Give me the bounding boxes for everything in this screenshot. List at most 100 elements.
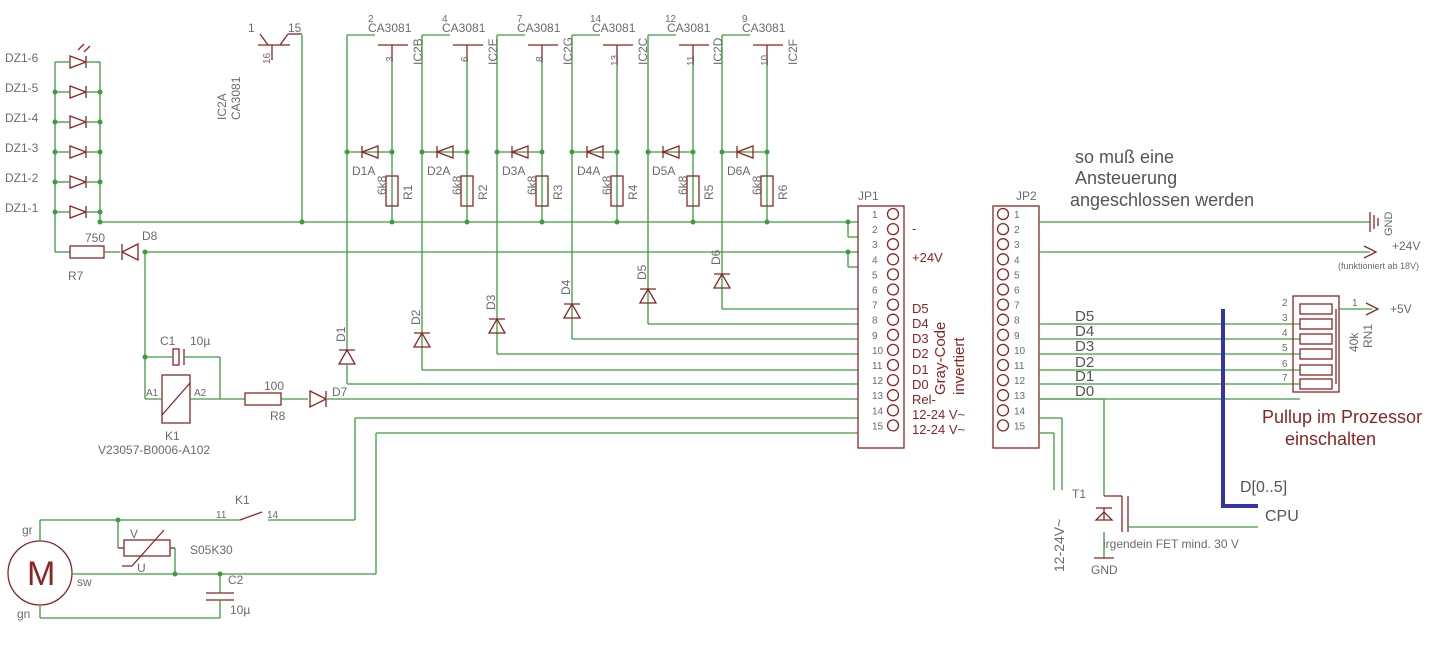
svg-text:4: 4 (442, 14, 448, 25)
jp2-pins-pin-number: 9 (1014, 331, 1020, 342)
svg-text:D1: D1 (334, 326, 348, 342)
jp1-pins-pin-number: 9 (872, 331, 878, 342)
svg-text:IC2D: IC2D (711, 37, 725, 65)
svg-text:12-24V~: 12-24V~ (1051, 519, 1067, 572)
svg-text:D4A: D4A (577, 164, 600, 178)
jp2-pins-pin-number: 11 (1014, 361, 1025, 372)
svg-text:14: 14 (267, 510, 279, 521)
svg-text:D0: D0 (912, 377, 929, 392)
jp2-pins-pin-number: 10 (1014, 346, 1026, 357)
jp1-pins-pin-1 (886, 207, 900, 221)
jp1-pins-pin-number: 2 (872, 225, 878, 236)
svg-text:CA3081: CA3081 (368, 21, 412, 35)
jp2-pins-pin-number: 4 (1014, 255, 1020, 266)
svg-text:R6: R6 (776, 184, 790, 200)
svg-text:RN1: RN1 (1361, 324, 1375, 348)
svg-text:1: 1 (248, 21, 255, 35)
svg-text:R1: R1 (401, 184, 415, 200)
jp1-pins-pin-11 (886, 358, 900, 372)
svg-text:D2A: D2A (427, 164, 450, 178)
svg-text:2: 2 (1282, 298, 1288, 309)
svg-text:IC2G: IC2G (561, 37, 575, 65)
jp1-pins-pin-7 (886, 298, 900, 311)
svg-text:Pullup im Prozessor: Pullup im Prozessor (1262, 407, 1422, 427)
svg-text:6: 6 (460, 56, 471, 62)
svg-text:IC2A: IC2A (215, 93, 229, 120)
capacitor-c2: C2 10µ (206, 571, 250, 618)
svg-text:15: 15 (288, 21, 302, 35)
jp1-pins-pin-number: 1 (872, 210, 878, 221)
svg-text:D[0..5]: D[0..5] (1240, 479, 1287, 496)
transistor-stage-1: CA3081 2 3 IC2B D1A 6k8 R1 D1 (334, 14, 425, 384)
svg-text:einschalten: einschalten (1285, 429, 1376, 449)
jp1-pins-pin-number: 5 (872, 270, 878, 281)
jp1-pins-pin-6 (886, 283, 900, 296)
jp1-pins-pin-number: 4 (872, 255, 878, 266)
svg-text:D5: D5 (635, 264, 649, 280)
svg-text:JP2: JP2 (1016, 189, 1037, 203)
diode-d7: D7 (309, 385, 858, 409)
diode-d8: D8 (120, 229, 158, 262)
svg-text:sw: sw (77, 575, 92, 589)
svg-text:4: 4 (1282, 328, 1288, 339)
jp2-pins-pin-14 (996, 404, 1010, 417)
svg-text:3: 3 (385, 56, 396, 62)
svg-text:CA3081: CA3081 (517, 21, 561, 35)
transistor-stage-2: CA3081 4 6 IC2E D2A 6k8 R2 D2 (409, 14, 858, 371)
jp1-pins-pin-number: 14 (872, 406, 884, 417)
svg-text:gn: gn (17, 607, 30, 621)
svg-text:6k8: 6k8 (676, 175, 690, 195)
jp1-pins-pin-12 (886, 373, 900, 387)
jp1-pins-pin-number: 8 (872, 316, 878, 327)
jp1-pins-pin-14 (886, 404, 900, 417)
svg-text:D3: D3 (484, 294, 498, 310)
svg-text:16: 16 (262, 52, 273, 64)
svg-text:invertiert: invertiert (951, 337, 968, 395)
svg-text:D5A: D5A (652, 164, 675, 178)
svg-text:D7: D7 (332, 385, 348, 399)
svg-text:R2: R2 (476, 184, 490, 200)
jp2-pins-pin-number: 15 (1014, 421, 1026, 432)
relay-k1-contact: K1 11 14 (40, 493, 355, 521)
resistor-r7: 750 R7 (68, 231, 120, 283)
svg-text:11: 11 (686, 55, 697, 66)
jp1-pins-pin-5 (886, 268, 900, 281)
jp2-pins-pin-number: 13 (1014, 391, 1026, 402)
jp1-pins-pin-number: 7 (872, 301, 878, 312)
svg-text:D4: D4 (559, 279, 573, 295)
svg-text:D2: D2 (1075, 354, 1094, 371)
svg-text:CA3081: CA3081 (592, 21, 636, 35)
svg-text:CA3081: CA3081 (229, 76, 243, 120)
svg-text:D1: D1 (1075, 368, 1094, 385)
svg-text:+24V: +24V (912, 250, 943, 265)
svg-text:D6A: D6A (727, 164, 750, 178)
svg-text:6k8: 6k8 (600, 175, 614, 195)
svg-text:11: 11 (216, 510, 227, 521)
svg-text:10: 10 (760, 54, 771, 66)
svg-text:irgendein FET mind. 30 V: irgendein FET mind. 30 V (1103, 537, 1239, 551)
svg-text:12-24 V~: 12-24 V~ (912, 407, 966, 422)
svg-text:R4: R4 (626, 184, 640, 200)
svg-text:D3: D3 (1075, 338, 1094, 355)
led-label-dz1-3: DZ1-3 (5, 141, 39, 155)
svg-text:D8: D8 (142, 229, 158, 243)
svg-text:GND: GND (1383, 212, 1395, 237)
svg-text:U: U (137, 561, 146, 575)
jp1-pins-pin-9 (886, 328, 900, 341)
svg-text:K1: K1 (235, 493, 250, 507)
jp2-pins-pin-number: 1 (1014, 210, 1020, 221)
jp2-pins-pin-15 (996, 419, 1010, 432)
svg-text:C2: C2 (228, 573, 244, 587)
jp1-pins-pin-3 (886, 238, 900, 251)
svg-text:K1: K1 (165, 429, 180, 443)
svg-text:R8: R8 (270, 409, 286, 423)
svg-text:D1: D1 (912, 362, 929, 377)
svg-text:3: 3 (1282, 313, 1288, 324)
svg-text:gr: gr (22, 523, 33, 537)
svg-text:D5: D5 (1075, 308, 1094, 325)
svg-text:D3: D3 (912, 331, 929, 346)
svg-text:angeschlossen werden: angeschlossen werden (1070, 190, 1254, 210)
jp1-pins-pin-number: 11 (872, 361, 883, 372)
jp2-pins-pin-6 (996, 283, 1010, 296)
